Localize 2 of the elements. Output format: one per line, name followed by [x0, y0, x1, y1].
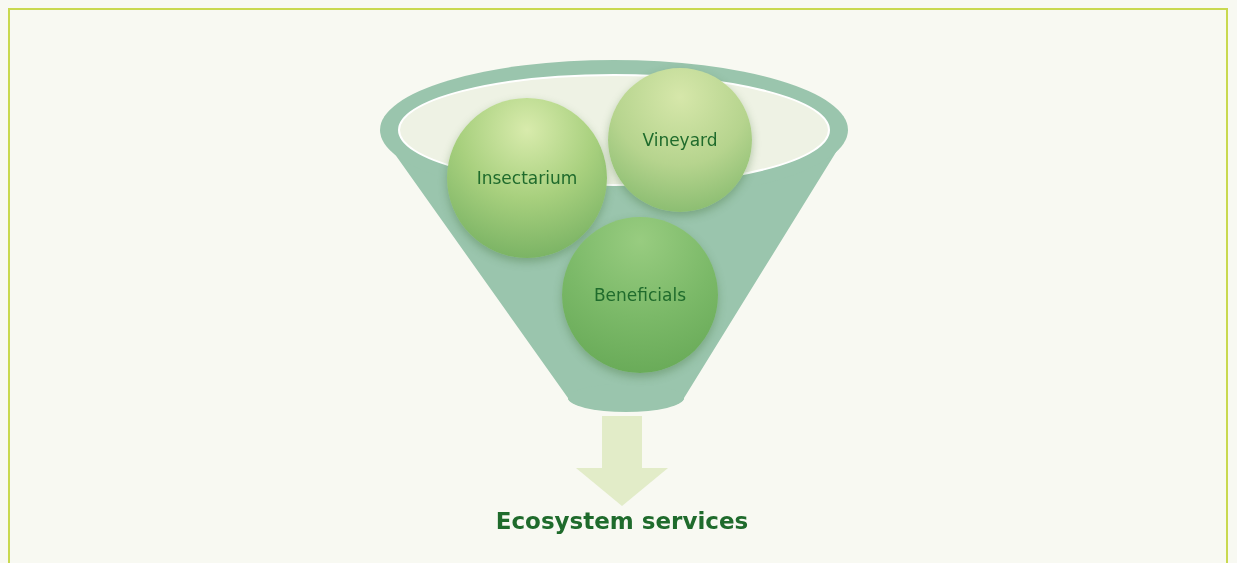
- arrow: [576, 416, 668, 506]
- result-label: Ecosystem services: [472, 508, 772, 548]
